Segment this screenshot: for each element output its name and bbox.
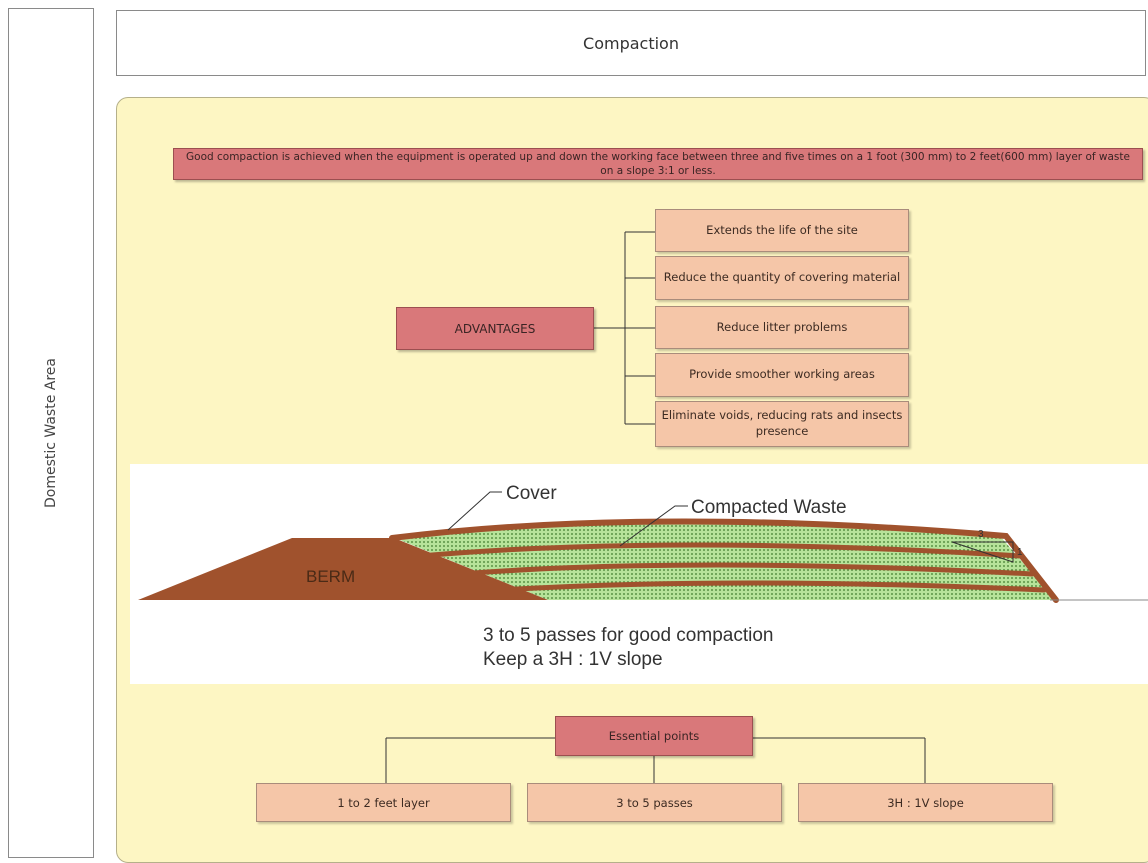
waste-layer-line: [457, 562, 1035, 577]
cross-section-caption: 3 to 5 passes for good compaction Keep a…: [483, 624, 773, 672]
waste-layer-line: [497, 580, 1047, 593]
slope-run-label: 3: [978, 529, 984, 540]
page-title: Compaction: [116, 10, 1146, 76]
essential-item: 3 to 5 passes: [527, 783, 782, 822]
essential-points-box: Essential points: [555, 716, 753, 756]
advantage-item: Reduce the quantity of covering material: [655, 256, 909, 300]
essential-item: 3H : 1V slope: [798, 783, 1053, 822]
berm-shape: [138, 538, 548, 600]
intro-box: Good compaction is achieved when the equ…: [173, 148, 1143, 180]
advantage-item: Provide smoother working areas: [655, 353, 909, 397]
compacted-waste-body: [400, 522, 1055, 600]
caption-line: 3 to 5 passes for good compaction: [483, 625, 774, 646]
advantage-item: Eliminate voids, reducing rats and insec…: [655, 401, 909, 447]
side-panel: Domestic Waste Area: [8, 8, 94, 858]
essential-item: 1 to 2 feet layer: [256, 783, 511, 822]
landfill-cross-section: Cover Compacted Waste BERM 3 1: [138, 483, 1148, 603]
compacted-waste-label: Compacted Waste: [691, 497, 847, 518]
slope-triangle-icon: [951, 541, 1014, 563]
cover-layer: [389, 518, 1059, 603]
slope-rise-label: 1: [1017, 547, 1023, 558]
cover-label: Cover: [506, 483, 557, 504]
compacted-leader: [619, 505, 688, 547]
advantage-item: Extends the life of the site: [655, 209, 909, 252]
berm-label: BERM: [306, 567, 355, 586]
cross-section-panel: Cover Compacted Waste BERM 3 1: [130, 464, 1148, 684]
waste-layer-line: [417, 542, 1023, 559]
advantages-box: ADVANTAGES: [396, 307, 594, 350]
cover-leader: [447, 491, 502, 531]
advantage-item: Reduce litter problems: [655, 306, 909, 349]
caption-line: Keep a 3H : 1V slope: [483, 648, 663, 670]
